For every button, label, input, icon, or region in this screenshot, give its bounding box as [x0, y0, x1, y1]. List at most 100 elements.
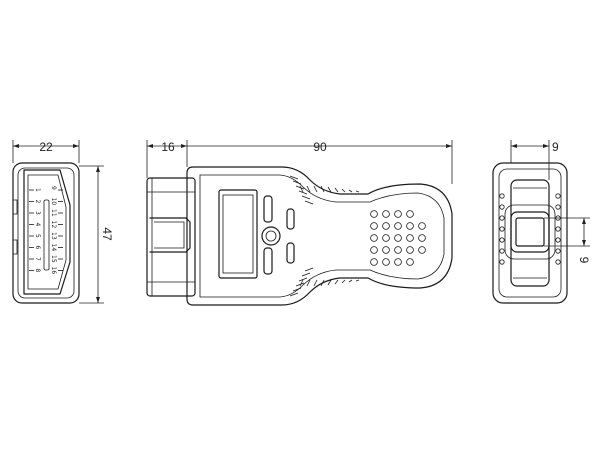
grip-ridge	[304, 200, 314, 205]
grip-ridge	[327, 186, 332, 193]
pin-label: 16	[50, 267, 57, 275]
rear-ridges	[499, 187, 561, 279]
grip-ridge	[334, 187, 339, 193]
pin-label: 1	[34, 188, 41, 192]
grip-ridge	[320, 279, 325, 287]
rear-cable-boot	[510, 179, 550, 287]
pin-label: 9	[50, 186, 57, 190]
grip-ridge	[313, 279, 318, 287]
grip-ridge	[334, 279, 339, 285]
rear-collar	[504, 204, 556, 260]
grip-ridge	[341, 279, 346, 284]
pins-right-column: 9 10 11 12 13 14 15 16	[50, 186, 63, 274]
grille-hole	[394, 246, 402, 254]
pin-label: 11	[50, 209, 57, 217]
dim-nose-length: 16	[146, 140, 188, 178]
rear-ridge	[499, 204, 505, 210]
pin-label: 12	[50, 221, 57, 229]
button-side-top	[286, 208, 295, 230]
grip-ridge	[306, 185, 311, 193]
grille-hole	[382, 234, 390, 242]
body-contour	[199, 174, 445, 298]
grip-ridge	[348, 189, 353, 193]
grille-hole	[406, 258, 414, 266]
nose-block	[146, 177, 196, 297]
grille-hole	[394, 210, 402, 218]
grip-ridge	[304, 267, 314, 272]
speaker-grille	[370, 210, 426, 266]
pin-label: 6	[34, 246, 41, 250]
pin-label: 15	[50, 255, 57, 263]
grip-ridge	[355, 279, 360, 282]
pin-label: 10	[50, 198, 57, 206]
rear-ridge	[499, 226, 505, 232]
grip-ridge	[295, 282, 305, 287]
pin-label: 14	[50, 244, 57, 252]
dim-rear-width: 9	[510, 140, 559, 180]
grip-ridge	[299, 185, 304, 193]
grip-ridges	[289, 175, 360, 297]
grille-hole	[382, 222, 390, 230]
grille-hole	[406, 222, 414, 230]
grip-ridge	[292, 287, 302, 292]
grille-hole	[370, 258, 378, 266]
pin-label: 13	[50, 232, 57, 240]
grip-ridge	[301, 272, 311, 277]
rear-ridge	[499, 259, 505, 265]
grip-ridge	[298, 277, 308, 282]
rear-ridge	[555, 193, 561, 199]
lcd-window	[218, 189, 258, 279]
button-up	[263, 195, 273, 223]
grip-ridge	[299, 279, 304, 287]
dim-rear-height: 9	[544, 217, 591, 264]
grille-hole	[370, 246, 378, 254]
rear-ridge	[555, 226, 561, 232]
rear-ridge	[555, 259, 561, 265]
rear-cable-port	[515, 217, 545, 247]
grip-ridge	[313, 185, 318, 193]
latch-tab-inner	[154, 221, 185, 249]
grip-ridge	[320, 185, 325, 193]
rear-view	[492, 162, 568, 304]
grip-ridge	[301, 195, 311, 200]
latch-tab	[149, 217, 191, 253]
grip-ridge	[289, 292, 299, 297]
rear-shell-inner	[498, 168, 562, 298]
grille-hole	[382, 210, 390, 218]
grip-ridge	[327, 279, 332, 286]
front-socket	[23, 169, 71, 295]
rear-ridge	[555, 237, 561, 243]
grille-hole	[370, 234, 378, 242]
dim-width-front: 22	[12, 140, 80, 163]
grip-ridge	[341, 188, 346, 193]
grille-hole	[394, 222, 402, 230]
dim-width-front-label: 22	[39, 140, 53, 154]
grip-ridge	[295, 185, 305, 190]
rear-ridge	[499, 237, 505, 243]
front-notch-left	[13, 199, 18, 215]
front-key-slot	[43, 199, 50, 271]
rear-ridge	[555, 204, 561, 210]
dim-nose-length-label: 16	[161, 140, 175, 154]
grip-ridge	[289, 175, 299, 180]
pin-label: 8	[34, 269, 41, 273]
dim-rear-width-label: 9	[552, 140, 559, 154]
front-notch-left-2	[13, 239, 18, 255]
dim-height-front-label: 47	[100, 227, 114, 241]
grille-hole	[406, 246, 414, 254]
rear-ridge	[499, 215, 505, 221]
grille-hole	[394, 234, 402, 242]
button-center	[261, 226, 281, 246]
grille-hole	[406, 210, 414, 218]
front-shell	[12, 162, 80, 304]
grip-ridge	[292, 180, 302, 185]
dim-total-length-label: 90	[313, 140, 327, 154]
grille-hole	[418, 222, 426, 230]
grille-hole	[418, 246, 426, 254]
front-shell-inner	[17, 167, 75, 299]
body-outline	[186, 166, 453, 306]
